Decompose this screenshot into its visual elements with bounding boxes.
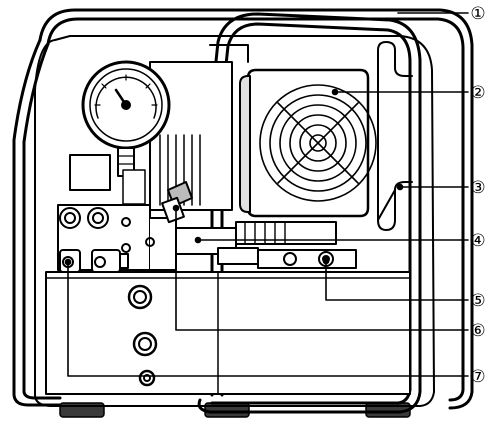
side-slot <box>377 41 413 231</box>
callout-3: ③ <box>470 178 485 198</box>
callout-5: ⑤ <box>470 291 485 311</box>
pressure-gauge-icon <box>81 60 171 177</box>
pump-manifold <box>175 221 357 269</box>
callout-6: ⑥ <box>470 321 485 341</box>
callout-1: ① <box>470 4 485 24</box>
motor <box>149 44 249 211</box>
fan-grille-icon <box>239 68 377 218</box>
control-valve-stem <box>161 181 193 224</box>
callout-2: ② <box>470 83 485 103</box>
callout-labels: ① ② ③ ④ ⑤ ⑥ ⑦ <box>470 4 485 387</box>
callout-4: ④ <box>470 231 485 251</box>
callout-7: ⑦ <box>470 367 485 387</box>
leader-lines <box>64 12 469 377</box>
tubular-frame <box>12 8 474 414</box>
reservoir-plugs <box>127 284 158 387</box>
